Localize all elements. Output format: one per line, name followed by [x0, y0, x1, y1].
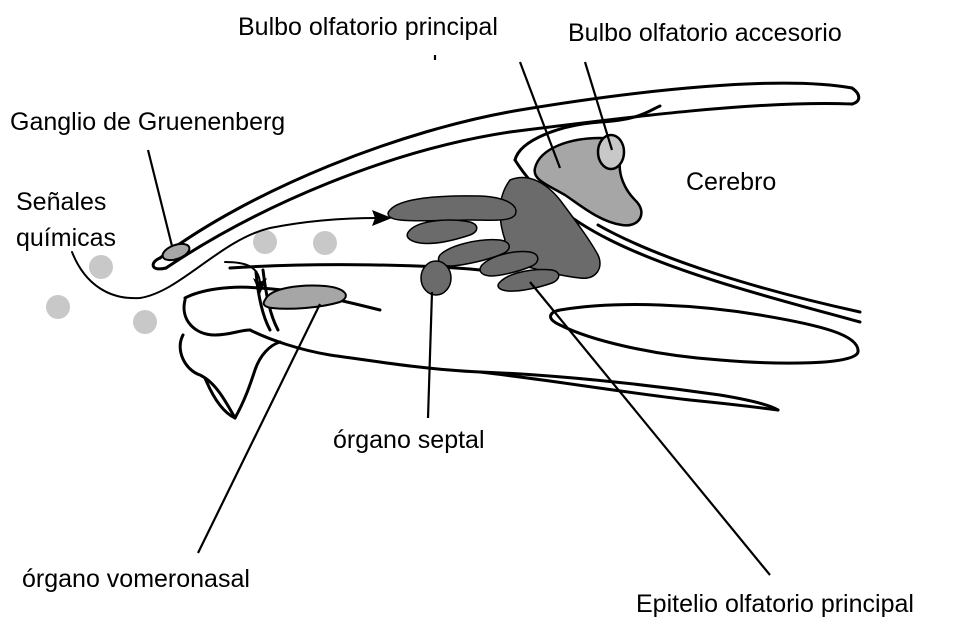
leader-line-epithelium — [530, 282, 770, 575]
odorant-particle — [46, 295, 70, 319]
airflow-arrow — [72, 210, 392, 298]
label-main-olfactory-bulb: Bulbo olfatorio principal — [238, 15, 498, 40]
label-septal-organ: órgano septal — [333, 428, 485, 453]
odorant-particle — [253, 230, 277, 254]
odorant-particle — [133, 310, 157, 334]
gruenenberg-ganglion — [160, 241, 191, 264]
leader-line-gruenenberg — [148, 150, 172, 246]
leader-line-septal — [428, 292, 432, 418]
label-chemical-signals-line1: Señales — [16, 190, 106, 215]
label-chemical-signals-line2: químicas — [16, 226, 116, 251]
label-main-olfactory-epithelium: Epitelio olfatorio principal — [636, 592, 914, 617]
odorant-particle — [313, 231, 337, 255]
label-brain: Cerebro — [686, 170, 776, 195]
accessory-olfactory-bulb — [598, 135, 624, 169]
label-vomeronasal-organ: órgano vomeronasal — [22, 567, 250, 592]
odorant-particle — [89, 255, 113, 279]
label-accessory-olfactory-bulb: Bulbo olfatorio accesorio — [568, 21, 842, 46]
leader-line-main-bulb — [520, 62, 560, 168]
label-gruenenberg-ganglion: Ganglio de Gruenenberg — [10, 110, 285, 135]
septal-organ — [421, 261, 451, 295]
leader-line-vomeronasal — [198, 304, 320, 553]
